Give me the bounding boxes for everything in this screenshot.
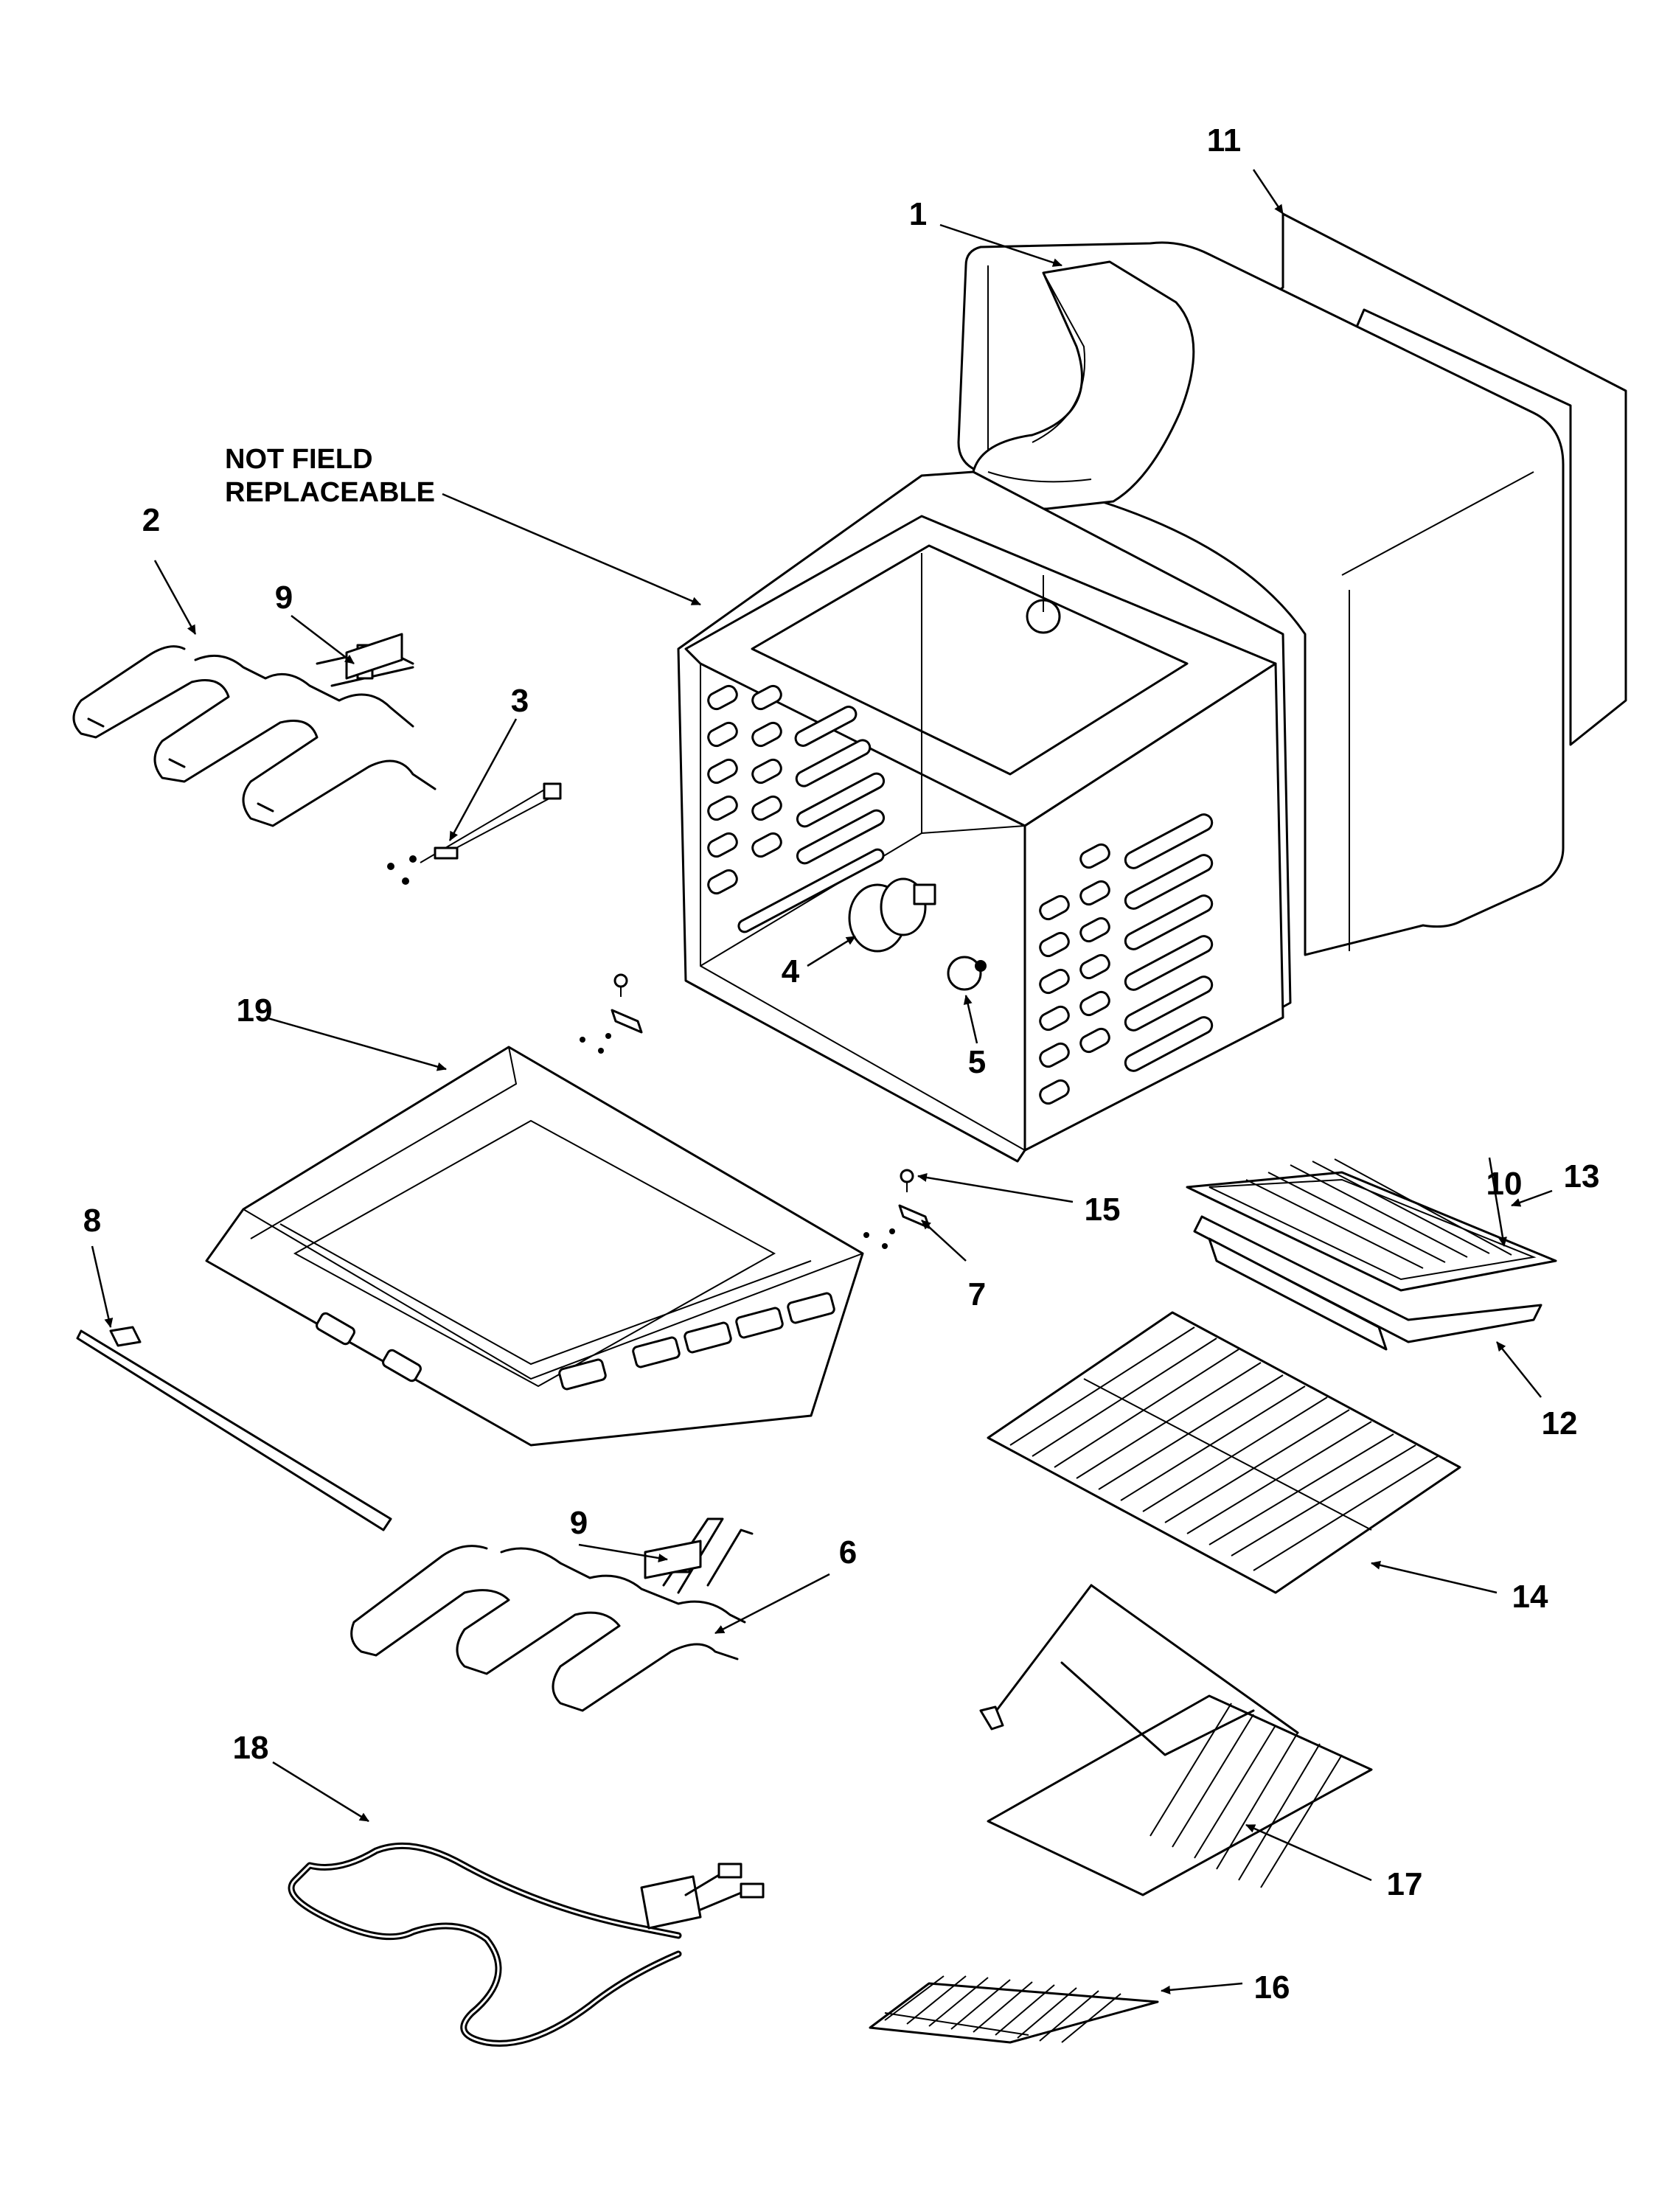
- part-17-rollout-rack: [979, 1584, 1373, 1896]
- part-4-fan-motor: [848, 877, 936, 953]
- part-18-bake-element-bottom: [288, 1842, 765, 2047]
- leader-lines: [91, 169, 1553, 1994]
- cavity-left-slots: [707, 684, 886, 933]
- part-9-bracket-top: [345, 633, 403, 680]
- callout-17: 17: [1387, 1866, 1423, 1902]
- part-3-temp-sensor: [387, 782, 562, 885]
- callout-7: 7: [968, 1276, 986, 1312]
- callout-8: 8: [83, 1203, 101, 1239]
- oven-cavity: [677, 470, 1292, 1163]
- part-16-small-rack: [869, 1975, 1159, 2044]
- callout-11: 11: [1207, 122, 1242, 159]
- callout-16: 16: [1254, 1969, 1290, 2006]
- part-14-oven-rack: [987, 1311, 1461, 1594]
- part-13-broil-pan-insert: [1186, 1158, 1557, 1292]
- callout-2: 2: [142, 502, 160, 538]
- part-8-trim-strip: [76, 1326, 392, 1531]
- cavity-right-slots: [1039, 813, 1214, 1105]
- part-5-light-bulb: [947, 956, 987, 991]
- callout-4: 4: [782, 953, 800, 990]
- part-15-screw: [900, 1169, 914, 1192]
- callout-5: 5: [968, 1044, 986, 1080]
- part-7-bracket: [863, 1204, 931, 1249]
- callout-3: 3: [511, 683, 529, 719]
- callout-14: 14: [1512, 1579, 1548, 1615]
- callout-9-lower: 9: [570, 1505, 588, 1541]
- callout-6: 6: [839, 1534, 857, 1571]
- callout-18: 18: [233, 1730, 269, 1766]
- note-line-1: NOT FIELD: [225, 444, 373, 475]
- note-line-2: REPLACEABLE: [225, 477, 435, 508]
- part-7-bracket-upper: [580, 1009, 643, 1054]
- callout-19: 19: [237, 992, 273, 1029]
- part-15-screw-upper: [613, 973, 628, 997]
- part-2-broil-element: [72, 644, 437, 827]
- callout-12: 12: [1542, 1405, 1578, 1441]
- callout-10: 10: [1486, 1166, 1523, 1202]
- part-9-bracket-lower: [644, 1540, 702, 1579]
- callout-15: 15: [1085, 1192, 1121, 1228]
- callout-9-top: 9: [275, 580, 293, 616]
- callout-13: 13: [1564, 1158, 1600, 1194]
- part-12-broil-pan: [1193, 1215, 1543, 1351]
- callout-1: 1: [909, 196, 927, 232]
- part-19-frame: [205, 1046, 864, 1447]
